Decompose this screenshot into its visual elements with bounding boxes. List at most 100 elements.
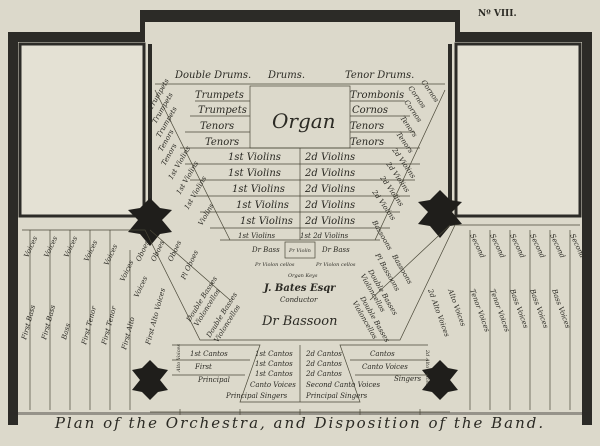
seat-label: Dr Bass (321, 246, 350, 254)
drums-label: Drums. (267, 70, 305, 81)
pillars (128, 190, 462, 400)
seat-label: Pl Oboes (179, 249, 200, 282)
seat-label: 1st Violins (228, 152, 281, 163)
seat-label: First Alto (120, 316, 137, 351)
seat-label: Cornos (352, 105, 388, 116)
seat-label: First Tenor (100, 305, 118, 347)
right-upper-seats: Trombonis Cornos Tenors Tenors (350, 90, 404, 148)
double-drums-label: Double Drums. (174, 70, 251, 81)
right-wind: Bassoons Bassoons Pl Bassoons Double Bas… (350, 218, 413, 344)
seat-label: Violins (197, 202, 216, 227)
seat-label: Singers (394, 375, 422, 383)
seat-label: 2d Alto Voices (426, 287, 451, 338)
seat-label: Second (468, 232, 486, 259)
seat-label: 1st Violins (236, 200, 289, 211)
plate-title: Plan of the Orchestra, and Disposition o… (54, 414, 545, 432)
second-violins: 2d Violins 2d Violins 2d Violins 2d Viol… (300, 152, 355, 240)
seat-label: Second (528, 232, 546, 259)
seat-label: 2d Cantos (305, 370, 342, 378)
pillar (418, 190, 462, 238)
pillar (128, 198, 172, 246)
seat-label: Bass Voices (508, 287, 530, 330)
seat-label: Second (488, 232, 506, 259)
seat-label: Tenor Voices (488, 288, 511, 333)
seat-label: 2d Violins (304, 216, 355, 227)
seat-label: Tenors (205, 137, 239, 148)
seat-label: Pr Violon cellos (315, 262, 356, 268)
seat-label: Alto Voices (446, 287, 467, 328)
pillar (422, 360, 458, 400)
seat-label: Voices (119, 259, 136, 283)
seat-label: Bass (60, 322, 72, 341)
building-walls (8, 10, 592, 425)
drums-row: Double Drums. Drums. Tenor Drums. (174, 70, 414, 81)
left-upper-seats: Trumpets Trumpets Tenors Tenors (195, 90, 247, 148)
seat-label: Bass Voices (528, 287, 550, 330)
center-group: Dr Bass Pr Violin Dr Bass Pr Violon cell… (251, 246, 356, 329)
seat-label: Pr Violin (288, 248, 311, 254)
seat-label: First Tenor (80, 305, 98, 347)
seat-label: Tenors (350, 121, 384, 132)
seat-label: First Bass (40, 304, 57, 342)
conductor-label: Conductor (280, 296, 318, 304)
seat-label: 2d Alto Voices (424, 349, 430, 386)
seat-label: Tenors (350, 137, 384, 148)
seat-lines (22, 83, 580, 410)
seat-label: 1st Violins (240, 216, 293, 227)
seat-label: Second (548, 232, 566, 259)
seat-label: Voices (83, 239, 100, 263)
seat-label: Trumpets (198, 105, 247, 116)
seat-label: 2d Violins (304, 152, 355, 163)
seat-label: Principal (197, 376, 230, 384)
seat-label: 1st Violins (228, 168, 281, 179)
seat-label: Bass Voices (550, 287, 572, 330)
seat-label: 2d Violins (304, 168, 355, 179)
seat-label: First Bass (20, 304, 37, 342)
seat-label: Dr Bass (251, 246, 280, 254)
seat-label: 1st Cantos (255, 370, 293, 378)
seat-label: 1st Cantos (255, 360, 293, 368)
bassoon-label: Dr Bassoon (261, 314, 337, 329)
seat-label: 1st Violins (232, 184, 285, 195)
seat-label: Bassoons (370, 218, 394, 252)
seat-label: Canto Voices (362, 363, 408, 371)
seat-label: Second Canto Voices (306, 381, 381, 389)
seat-label: Principal Singers (305, 392, 368, 400)
seat-label: Tenors (200, 121, 234, 132)
pillar (132, 360, 168, 400)
seat-label: 1st Cantos (255, 350, 293, 358)
scale-bar (150, 409, 450, 415)
first-violins: 1st Violins 1st Violins 1st Violins 1st … (228, 152, 293, 240)
seat-label: Oboes (167, 239, 184, 263)
seat-label: Tenor Voices (468, 288, 491, 333)
seat-label: Principal Singers (225, 392, 288, 400)
seat-label: 2d Violins (304, 184, 355, 195)
seat-label: Alto Voices (176, 344, 182, 373)
seat-label: 2d Violins (304, 200, 355, 211)
plate-number: Nº VIII. (478, 9, 517, 19)
seat-label: Cantos (370, 350, 395, 358)
organ-keys-label: Organ Keys (288, 273, 318, 279)
seat-label: Pr Violon cellos (254, 262, 295, 268)
seat-label: 2d Cantos (305, 360, 342, 368)
seat-label: Canto Voices (250, 381, 296, 389)
seat-label: Second (508, 232, 526, 259)
seat-label: Voices (43, 235, 60, 259)
seat-label: Trumpets (195, 90, 244, 101)
cantos: 1st Cantos First Principal 1st Cantos 1s… (190, 350, 422, 400)
seat-label: 2d Cantos (305, 350, 342, 358)
seat-label: First (194, 363, 212, 371)
conductor-name: J. Bates Esqr (262, 283, 336, 294)
right-voices: Second Second Second Second Second Secon… (424, 232, 587, 386)
seat-label: 1st 2d Violins (300, 232, 349, 240)
organ-label: Organ (272, 109, 336, 133)
tenor-drums-label: Tenor Drums. (345, 70, 414, 81)
seat-label: Voices (63, 235, 80, 259)
seat-label: First Alto Voices (144, 287, 167, 347)
seat-label: 1st Cantos (190, 350, 228, 358)
seat-label: Voices (133, 275, 150, 299)
seat-label: Voices (103, 243, 120, 267)
seat-label: 1st Violins (238, 232, 275, 240)
